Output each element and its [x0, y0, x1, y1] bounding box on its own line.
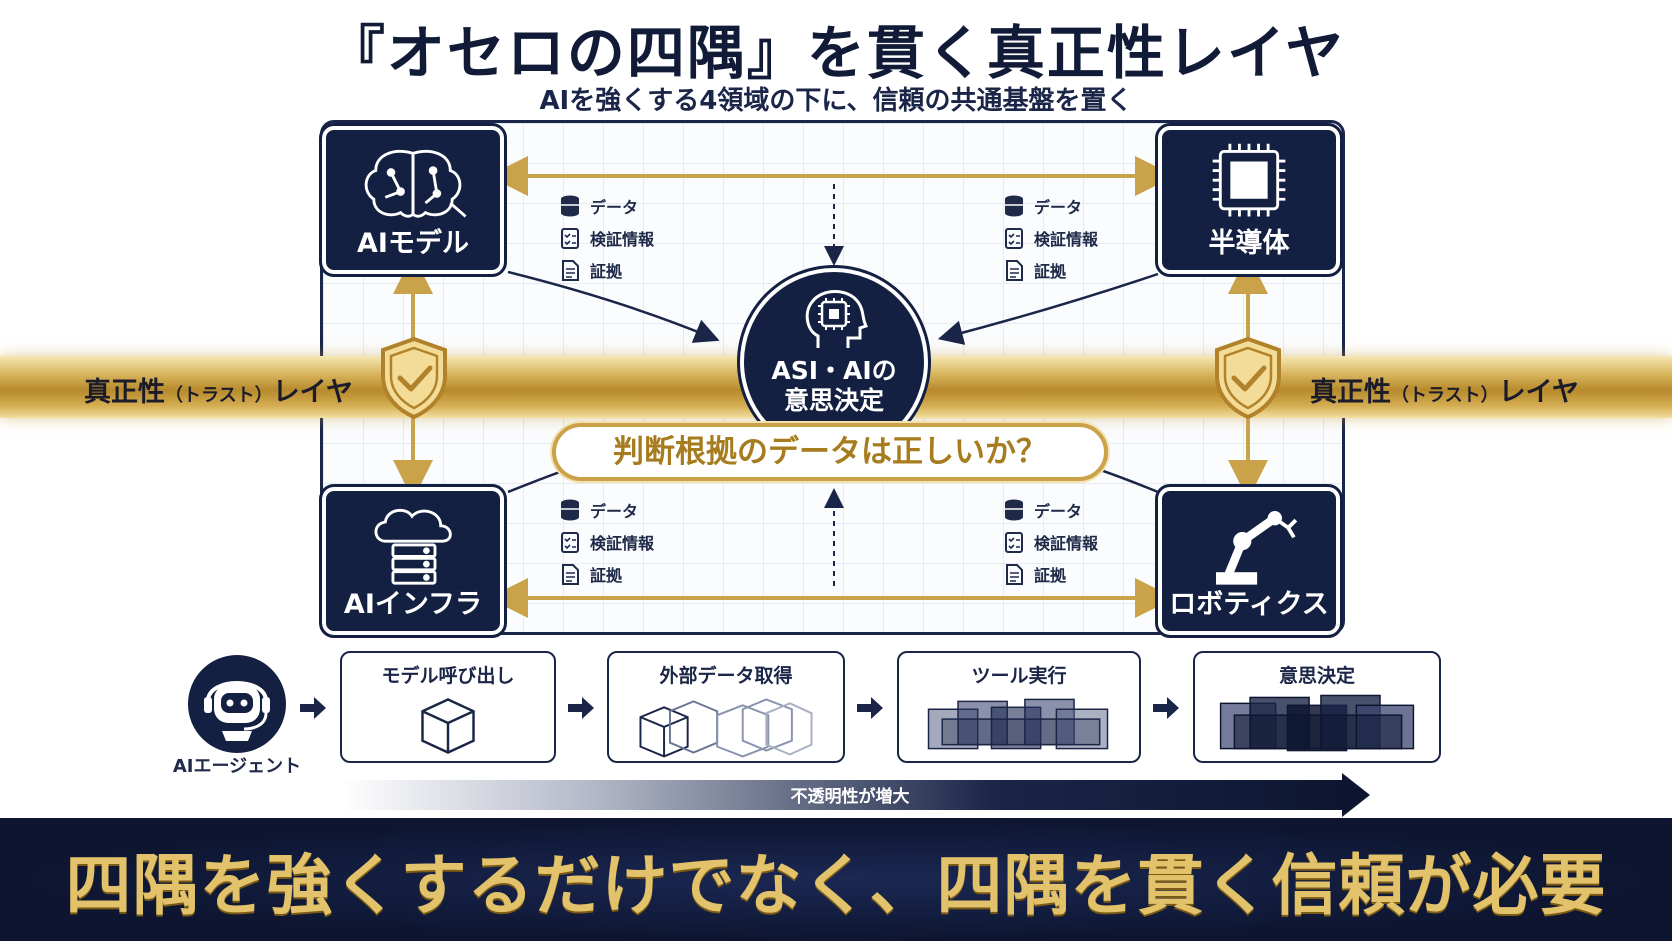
list-item: 証拠 [560, 254, 690, 286]
center-label-line2: 意思決定 [783, 386, 884, 415]
database-icon [561, 195, 579, 217]
document-icon [562, 260, 579, 281]
step-decision: 意思決定 [1193, 651, 1441, 763]
corner-ai-infra: AIインフラ [319, 484, 507, 638]
list-item: 検証情報 [1004, 222, 1134, 254]
corner-ai-model: AIモデル [319, 123, 507, 277]
opacity-label: 不透明性が増大 [790, 787, 910, 807]
list-item: 証拠 [560, 558, 690, 590]
arrow-head-icon [1342, 773, 1370, 817]
list-item: 証拠 [1004, 254, 1134, 286]
corner-semiconductor: 半導体 [1155, 123, 1343, 277]
shield-check-icon [381, 336, 447, 420]
document-icon [1006, 260, 1023, 281]
corner-label: AIモデル [357, 228, 469, 259]
checklist-icon [1005, 228, 1023, 249]
checklist-icon [1005, 532, 1023, 553]
evidence-list-top-left: データ 検証情報 証拠 [560, 190, 690, 286]
list-item: 検証情報 [560, 222, 690, 254]
robot-agent-icon [204, 681, 270, 741]
document-icon [562, 564, 579, 585]
arrow-right-icon [1153, 697, 1179, 719]
brain-icon [364, 150, 467, 218]
database-icon [1005, 499, 1023, 521]
cube-icon [421, 698, 475, 754]
question-banner: 判断根拠のデータは正しいか？ [552, 423, 1108, 481]
list-item: データ [560, 494, 690, 526]
chip-icon [1212, 143, 1286, 217]
stacked-cubes-icon [927, 698, 1109, 750]
cubes-icon [639, 698, 813, 758]
opacity-gradient-bar [342, 780, 1347, 810]
list-item: データ [1004, 494, 1134, 526]
evidence-list-bottom-left: データ 検証情報 証拠 [560, 494, 690, 590]
arrow-right-icon [857, 697, 883, 719]
step-external-data: 外部データ取得 [607, 651, 845, 763]
corner-robotics: ロボティクス [1155, 484, 1343, 638]
bottom-banner [0, 818, 1672, 941]
list-item: 証拠 [1004, 558, 1134, 590]
page-title: 『オセロの四隅』を貫く真正性レイヤ [326, 19, 1346, 87]
corner-label: 半導体 [1208, 228, 1290, 259]
list-item: 検証情報 [560, 526, 690, 558]
corner-label: ロボティクス [1169, 589, 1329, 620]
trust-layer-label-right: 真正性（トラスト）レイヤ [1310, 377, 1579, 408]
corner-label: AIインフラ [343, 589, 483, 620]
checklist-icon [561, 228, 579, 249]
agent-avatar [188, 655, 286, 753]
ai-head-icon [805, 290, 869, 348]
agent-label: AIエージェント [172, 756, 302, 777]
center-label-line1: ASI・AIの [771, 356, 897, 385]
shield-check-icon [1215, 336, 1281, 420]
list-item: データ [560, 190, 690, 222]
database-icon [561, 499, 579, 521]
evidence-list-top-right: データ 検証情報 証拠 [1004, 190, 1134, 286]
cloud-server-icon [374, 508, 452, 585]
bottom-message: 四隅を強くするだけでなく、四隅を貫く信頼が必要 [65, 847, 1607, 924]
arrow-right-icon [300, 697, 326, 719]
evidence-list-bottom-right: データ 検証情報 証拠 [1004, 494, 1134, 590]
robot-arm-icon [1216, 511, 1298, 585]
step-model-call: モデル呼び出し [340, 651, 556, 763]
page-subtitle: AIを強くする4領域の下に、信頼の共通基盤を置く [539, 86, 1133, 116]
trust-layer-label-left: 真正性（トラスト）レイヤ [84, 377, 353, 408]
step-tool-exec: ツール実行 [897, 651, 1141, 763]
document-icon [1006, 564, 1023, 585]
list-item: 検証情報 [1004, 526, 1134, 558]
list-item: データ [1004, 190, 1134, 222]
database-icon [1005, 195, 1023, 217]
arrow-right-icon [568, 697, 594, 719]
checklist-icon [561, 532, 579, 553]
dense-cubes-icon [1219, 694, 1415, 752]
